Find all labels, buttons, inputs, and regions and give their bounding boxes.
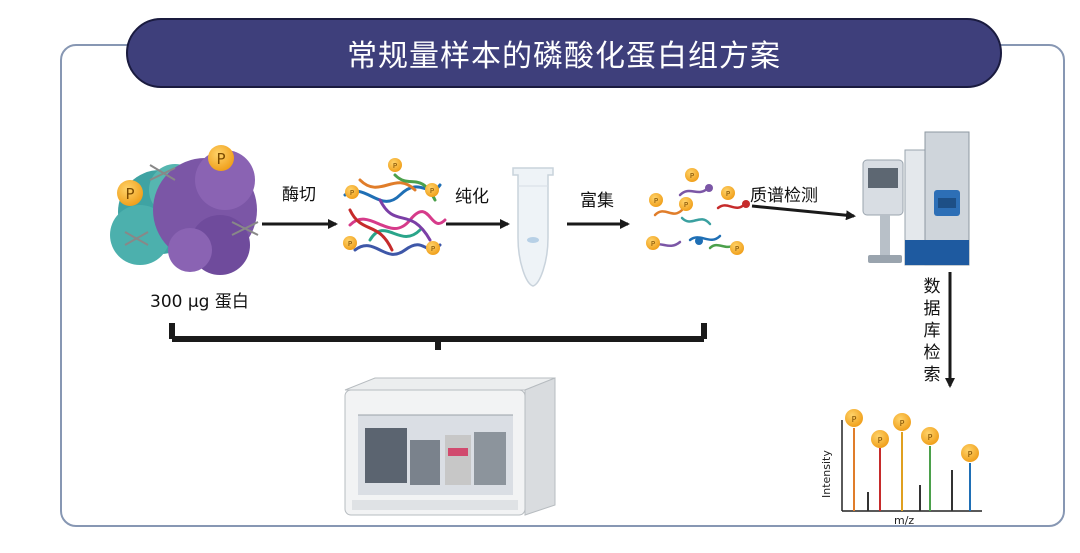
- mass-spectrometer: [862, 131, 970, 266]
- phospho-marker: P: [845, 409, 863, 427]
- arrow-ms: [751, 204, 856, 221]
- title-banner: 常规量样本的磷酸化蛋白组方案: [126, 18, 1002, 88]
- phospho-marker: P: [921, 427, 939, 445]
- step-label-ms: 质谱检测: [750, 186, 818, 206]
- step-label-purify: 纯化: [455, 187, 489, 207]
- spectrum-y-label: Intensity: [820, 450, 833, 498]
- workflow-bracket: [169, 323, 707, 350]
- svg-text:P: P: [216, 150, 225, 168]
- step-label-digest: 酶切: [282, 185, 316, 205]
- diagram-title: 常规量样本的磷酸化蛋白组方案: [347, 39, 781, 74]
- svg-text:P: P: [928, 433, 933, 442]
- sample-label: 300 μg 蛋白: [150, 292, 249, 312]
- svg-text:P: P: [430, 187, 434, 195]
- svg-text:P: P: [900, 419, 905, 428]
- phospho-marker: P: [679, 197, 693, 211]
- phospho-marker: P: [646, 236, 660, 250]
- svg-text:P: P: [852, 415, 857, 424]
- svg-text:P: P: [125, 185, 134, 203]
- svg-text:P: P: [393, 162, 397, 170]
- peptide-phospho-markers: P P P P P: [343, 158, 440, 255]
- step-label-search: 数据库检索: [923, 277, 941, 385]
- svg-text:P: P: [651, 240, 655, 248]
- svg-text:P: P: [878, 436, 883, 445]
- phospho-marker: P: [388, 158, 402, 172]
- phospho-marker: P: [426, 241, 440, 255]
- svg-text:P: P: [431, 245, 435, 253]
- step-label-enrich: 富集: [580, 191, 614, 211]
- phospho-marker: P: [893, 413, 911, 431]
- purification-tube: [512, 167, 554, 287]
- svg-text:P: P: [690, 172, 694, 180]
- svg-text:P: P: [735, 245, 739, 253]
- phospho-marker: P: [425, 183, 439, 197]
- workflow-panel: [60, 44, 1065, 527]
- phospho-marker: P: [208, 145, 234, 171]
- phospho-marker: P: [685, 168, 699, 182]
- enriched-phospho-markers: P P P P P P: [646, 168, 750, 255]
- svg-text:P: P: [350, 189, 354, 197]
- spectrum-plot: P P P P P: [841, 409, 982, 512]
- automation-instrument: [344, 377, 556, 516]
- svg-text:P: P: [654, 197, 658, 205]
- svg-text:P: P: [684, 201, 688, 209]
- spectrum-x-label: m/z: [894, 514, 915, 527]
- phospho-marker: P: [343, 236, 357, 250]
- svg-text:P: P: [968, 450, 973, 459]
- phospho-marker: P: [871, 430, 889, 448]
- phospho-marker: P: [721, 186, 735, 200]
- phospho-marker: P: [730, 241, 744, 255]
- svg-text:P: P: [726, 190, 730, 198]
- svg-text:P: P: [348, 240, 352, 248]
- phospho-marker: P: [649, 193, 663, 207]
- phospho-marker: P: [961, 444, 979, 462]
- phospho-marker: P: [117, 180, 143, 206]
- phospho-marker: P: [345, 185, 359, 199]
- protein-illustration: P P: [110, 145, 259, 275]
